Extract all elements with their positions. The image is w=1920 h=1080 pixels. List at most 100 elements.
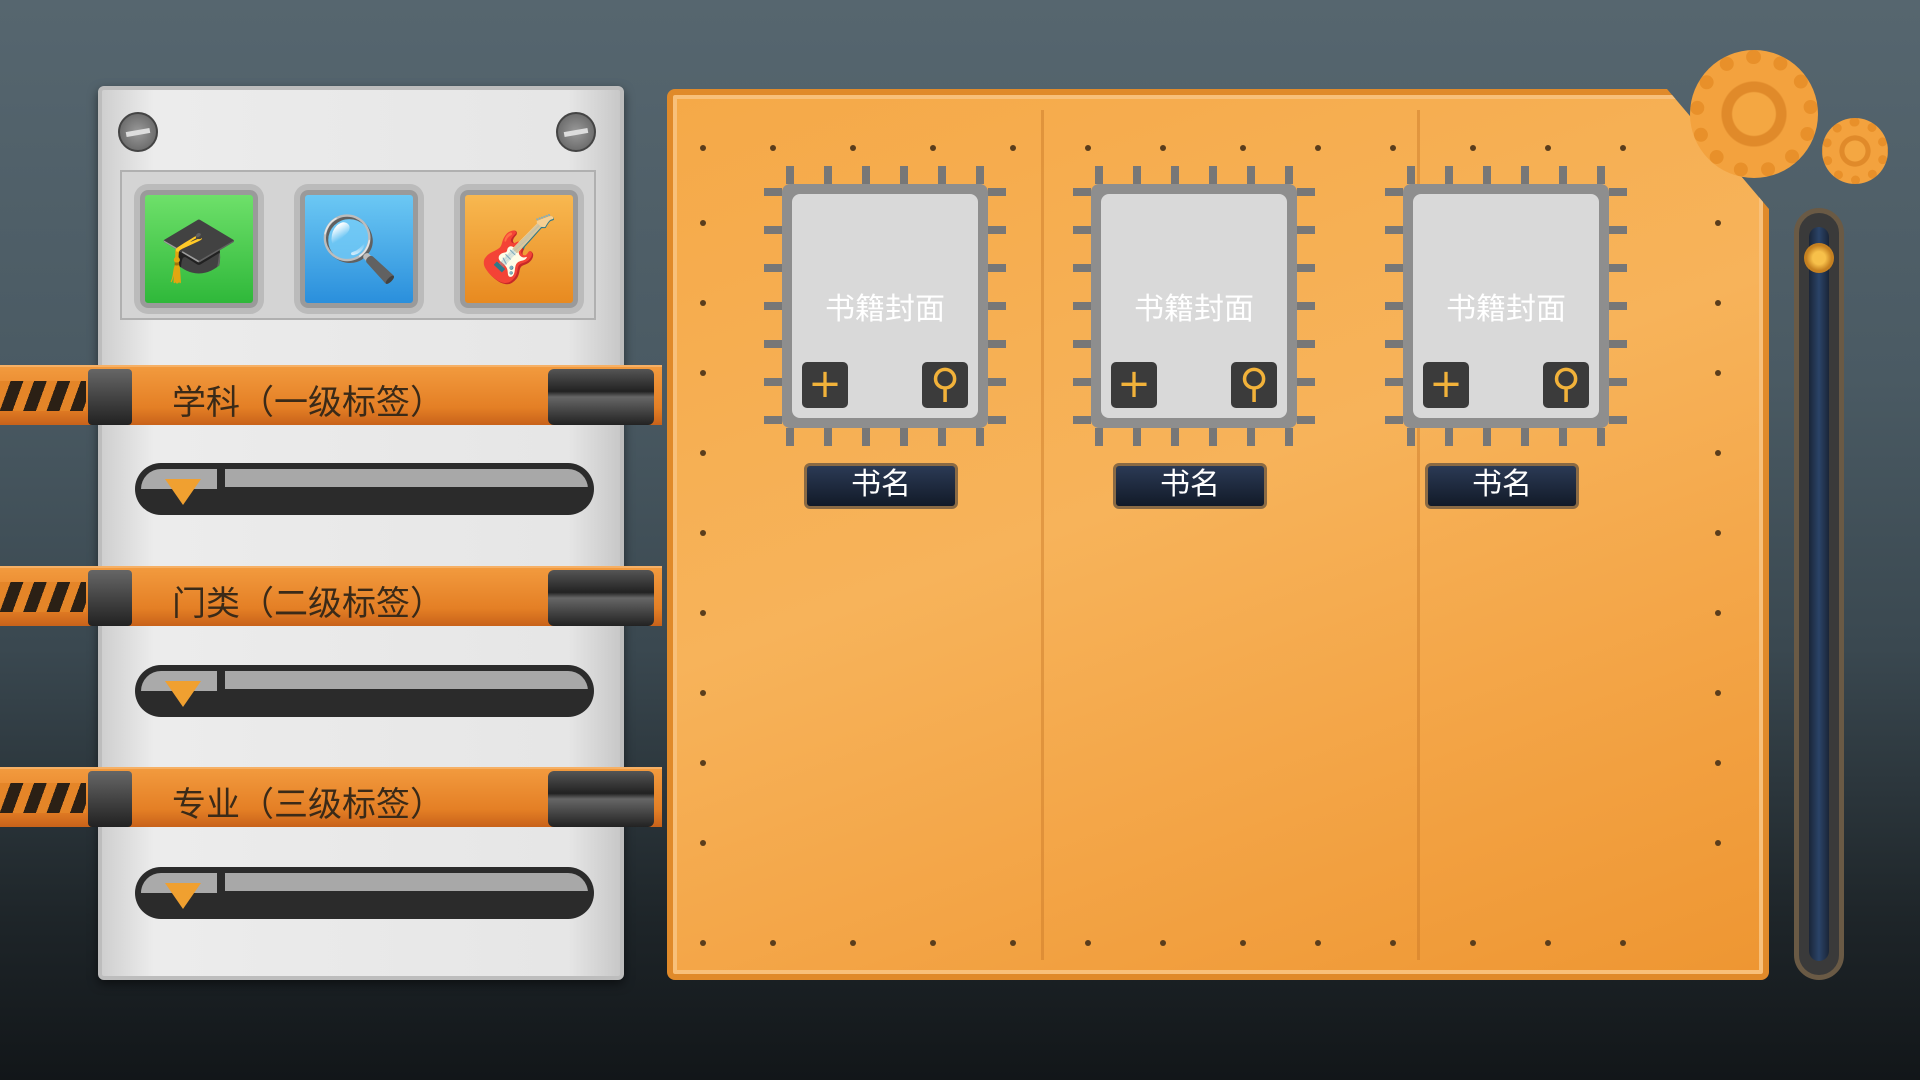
book-title[interactable]: 书名 [1113,463,1267,509]
rivet [1160,940,1166,946]
rivet [1715,300,1721,306]
rivet [700,450,706,456]
screw-icon [118,112,158,152]
gear-icon [1822,118,1888,184]
rivet [1715,760,1721,766]
add-icon[interactable]: + [1423,362,1469,408]
book-card[interactable]: 书籍封面+⚲ [1385,166,1627,446]
connector [88,369,132,425]
rivet [1240,145,1246,151]
chevron-down-icon [165,479,201,505]
filter-label: 学科（一级标签） [172,383,444,423]
rivet [700,840,706,846]
filter-label: 门类（二级标签） [172,584,444,624]
screw-icon [556,112,596,152]
rivet [1545,940,1551,946]
hazard-stripes [0,381,86,411]
rivet [1545,145,1551,151]
hazard-stripes [0,783,86,813]
column-divider [1417,110,1420,960]
search-icon[interactable]: ⚲ [1543,362,1589,408]
rivet [1470,145,1476,151]
cover-placeholder: 书籍封面 [1134,292,1254,327]
rivet [1010,940,1016,946]
rivet [770,940,776,946]
rivet [700,220,706,226]
chevron-down-icon [165,883,201,909]
rivet [1715,530,1721,536]
hazard-stripes [0,582,86,612]
rivet [1315,940,1321,946]
filter-label-bar-1: 学科（一级标签） [0,365,662,425]
rivet [1010,145,1016,151]
rivet [1715,370,1721,376]
connector [88,771,132,827]
connector [548,771,654,827]
book-card[interactable]: 书籍封面 + ⚲ [764,166,1006,446]
rivet [1620,940,1626,946]
dropdown-button[interactable] [141,469,217,509]
search-icon[interactable]: ⚲ [922,362,968,408]
rivet [1715,450,1721,456]
document-search-icon: 🔍 [319,212,399,287]
book-cover[interactable]: 书籍封面+⚲ [1413,194,1599,418]
dropdown-value[interactable] [225,671,588,711]
rivet [700,760,706,766]
cover-placeholder: 书籍封面 [825,292,945,327]
category-dropdown[interactable] [135,665,594,717]
filter-label-bar-2: 门类（二级标签） [0,566,662,626]
connector [548,369,654,425]
rivet [930,940,936,946]
category-education-button[interactable]: 🎓 [140,190,258,308]
book-cover[interactable]: 书籍封面 + ⚲ [1101,194,1287,418]
rivet [700,370,706,376]
rivet [700,145,706,151]
dropdown-value[interactable] [225,873,588,913]
major-dropdown[interactable] [135,867,594,919]
rivet [1085,940,1091,946]
rivet [1620,145,1626,151]
category-search-button[interactable]: 🔍 [300,190,418,308]
category-music-button[interactable]: 🎸 [460,190,578,308]
connector [548,570,654,626]
rivet [1715,220,1721,226]
gear-icon [1690,50,1818,178]
search-icon[interactable]: ⚲ [1231,362,1277,408]
book-card[interactable]: 书籍封面 + ⚲ [1073,166,1315,446]
rivet [1715,840,1721,846]
dropdown-button[interactable] [141,873,217,913]
rivet [1390,145,1396,151]
rivet [1715,690,1721,696]
rivet [700,300,706,306]
chevron-down-icon [165,681,201,707]
graduation-cap-icon: 🎓 [159,212,239,287]
column-divider [1041,110,1044,960]
scroll-thumb-gear-icon[interactable] [1804,243,1834,273]
dropdown-button[interactable] [141,671,217,711]
guitar-icon: 🎸 [479,212,559,287]
rivet [700,940,706,946]
rivet [1240,940,1246,946]
rivet [700,690,706,696]
rivet [850,940,856,946]
rivet [1715,610,1721,616]
scroll-track[interactable] [1809,227,1829,961]
rivet [930,145,936,151]
book-title[interactable]: 书名 [1425,463,1579,509]
book-cover[interactable]: 书籍封面 + ⚲ [792,194,978,418]
add-icon[interactable]: + [1111,362,1157,408]
rivet [1160,145,1166,151]
rivet [1085,145,1091,151]
scrollbar[interactable] [1794,208,1844,980]
filter-label: 专业（三级标签） [172,785,444,825]
rivet [700,610,706,616]
rivet [1315,145,1321,151]
filter-label-bar-3: 专业（三级标签） [0,767,662,827]
rivet [1470,940,1476,946]
rivet [770,145,776,151]
dropdown-value[interactable] [225,469,588,509]
add-icon[interactable]: + [802,362,848,408]
book-title[interactable]: 书名 [804,463,958,509]
subject-dropdown[interactable] [135,463,594,515]
rivet [700,530,706,536]
